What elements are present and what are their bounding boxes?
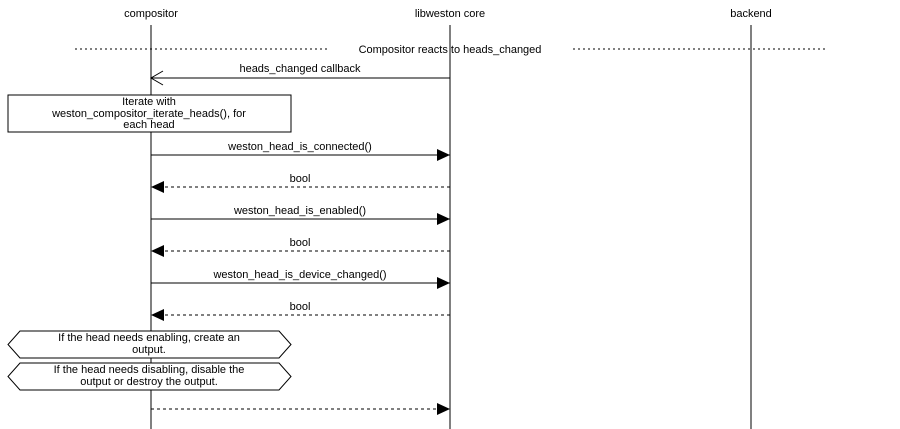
message-bool-return-3: bool — [151, 301, 450, 321]
condition-2-line-1: If the head needs disabling, disable the — [54, 364, 245, 376]
arrowhead-filled-left-bool-return-2 — [151, 245, 164, 257]
message-bool-return-2: bool — [151, 237, 450, 257]
message-weston-head-is-enabled: weston_head_is_enabled() — [151, 205, 450, 225]
participant-labels-group: compositor libweston core backend — [124, 8, 772, 20]
message-weston-head-is-device-changed: weston_head_is_device_changed() — [151, 269, 450, 289]
note-box-rect — [7, 94, 292, 133]
message-weston-head-is-connected: weston_head_is_connected() — [151, 141, 450, 161]
message-label-bool-return-3: bool — [290, 301, 311, 313]
arrowhead-filled-right-weston-head-is-enabled — [437, 213, 450, 225]
message-heads-changed-callback: heads_changed callback — [150, 63, 450, 86]
condition-hexagon-1 — [7, 330, 292, 359]
note-iterate-heads: Iterate with weston_compositor_iterate_h… — [7, 94, 292, 133]
message-label-weston-head-is-connected: weston_head_is_connected() — [227, 141, 372, 153]
condition-hexagon-2 — [7, 362, 292, 391]
condition-enable-head: If the head needs enabling, create an ou… — [7, 330, 292, 359]
message-final-return — [151, 403, 450, 415]
arrowhead-filled-right-weston-head-is-connected — [437, 149, 450, 161]
separator-label: Compositor reacts to heads_changed — [359, 44, 542, 56]
message-label-weston-head-is-enabled: weston_head_is_enabled() — [233, 205, 366, 217]
arrowhead-filled-right-final-return — [437, 403, 450, 415]
participant-label-compositor: compositor — [124, 8, 178, 20]
note-line-3: each head — [123, 119, 174, 131]
arrowhead-filled-right-weston-head-is-device-changed — [437, 277, 450, 289]
condition-2-line-2: output or destroy the output. — [80, 376, 218, 388]
message-label-bool-return-2: bool — [290, 237, 311, 249]
lifelines-group — [150, 25, 752, 429]
arrowhead-open-left-heads-changed-callback — [150, 70, 164, 86]
condition-disable-head: If the head needs disabling, disable the… — [7, 362, 292, 391]
condition-1-line-1: If the head needs enabling, create an — [58, 332, 240, 344]
arrowhead-filled-left-bool-return-3 — [151, 309, 164, 321]
note-line-1: Iterate with — [122, 96, 176, 108]
participant-label-backend: backend — [730, 8, 772, 20]
separator-divider: Compositor reacts to heads_changed — [75, 44, 825, 56]
participant-label-libweston-core: libweston core — [415, 8, 485, 20]
message-label-bool-return-1: bool — [290, 173, 311, 185]
message-label-heads-changed-callback: heads_changed callback — [239, 63, 361, 75]
note-line-2: weston_compositor_iterate_heads(), for — [51, 108, 246, 120]
message-label-weston-head-is-device-changed: weston_head_is_device_changed() — [212, 269, 386, 281]
condition-1-line-2: output. — [132, 344, 166, 356]
arrowhead-filled-left-bool-return-1 — [151, 181, 164, 193]
message-bool-return-1: bool — [151, 173, 450, 193]
